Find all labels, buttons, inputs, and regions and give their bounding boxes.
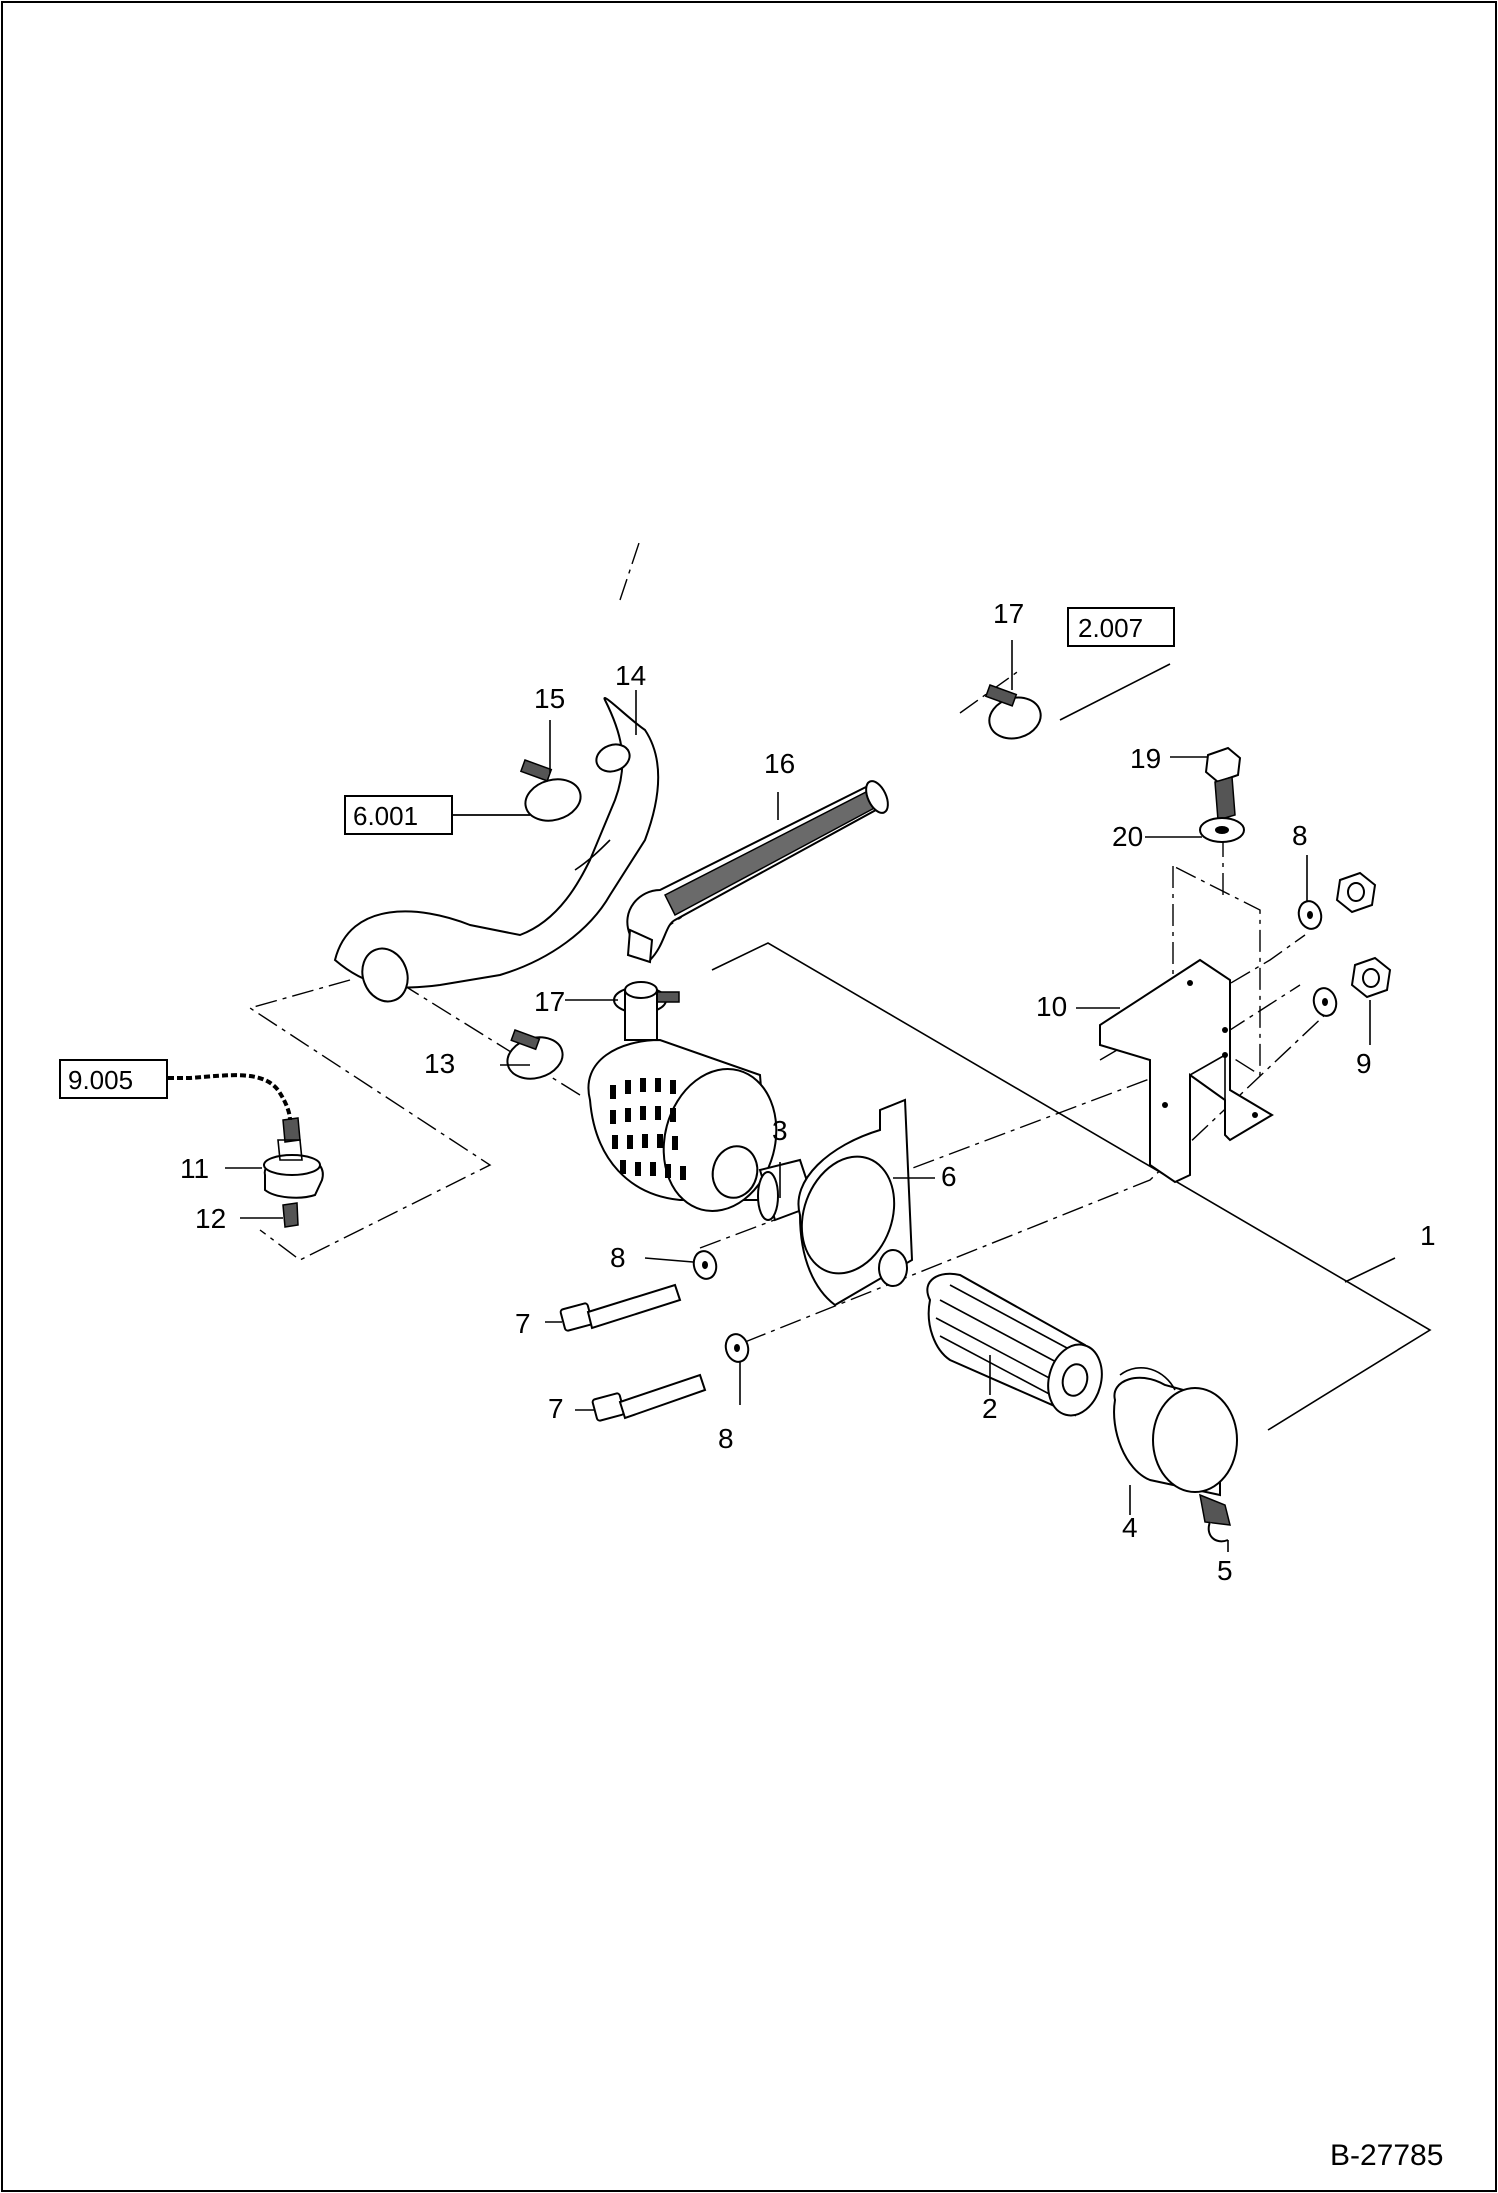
callout-12: 12	[195, 1203, 226, 1234]
svg-text:9.005: 9.005	[68, 1065, 133, 1095]
callout-16: 16	[764, 748, 795, 779]
bolt-lower	[591, 1373, 707, 1422]
callout-8-upper: 8	[610, 1242, 626, 1273]
callout-14: 14	[615, 660, 646, 691]
callout-19: 19	[1130, 743, 1161, 774]
callout-8-lower: 8	[718, 1423, 734, 1454]
fitting-12	[282, 1202, 299, 1228]
callout-2: 2	[982, 1393, 998, 1424]
leader-lines	[225, 640, 1371, 1552]
filter-cartridge	[926, 1272, 1103, 1417]
service-indicator	[263, 1117, 324, 1199]
callout-13: 13	[424, 1048, 455, 1079]
callout-15: 15	[534, 683, 565, 714]
reference-box-6001[interactable]: 6.001	[344, 795, 453, 835]
hose-clamp-15	[519, 759, 582, 822]
washer-right-upper	[1297, 900, 1323, 930]
mounting-bracket	[1099, 958, 1274, 1184]
nut-upper	[1335, 871, 1377, 914]
callout-5: 5	[1217, 1555, 1233, 1586]
washer-upper	[692, 1250, 718, 1280]
sensor-wire	[168, 1073, 292, 1121]
callout-10: 10	[1036, 991, 1067, 1022]
callout-8-right: 8	[1292, 820, 1308, 851]
mounting-flange	[797, 1098, 914, 1307]
reference-box-2007[interactable]: 2.007	[1067, 607, 1175, 647]
callout-1: 1	[1420, 1220, 1436, 1251]
nut-lower	[1350, 956, 1392, 999]
bolt-19	[1204, 746, 1242, 821]
callout-7-lower: 7	[548, 1393, 564, 1424]
callout-9: 9	[1356, 1048, 1372, 1079]
washer-lower	[724, 1333, 750, 1363]
callout-17-top: 17	[993, 598, 1024, 629]
svg-text:6.001: 6.001	[353, 801, 418, 831]
bolt-upper	[559, 1283, 682, 1332]
drawing-number: B-27785	[1330, 2139, 1443, 2172]
callout-17-mid: 17	[534, 986, 565, 1017]
callout-4: 4	[1122, 1512, 1138, 1543]
callout-20: 20	[1112, 821, 1143, 852]
washer-right-lower	[1312, 987, 1338, 1017]
filter-end-cap	[1113, 1366, 1238, 1497]
callout-11: 11	[180, 1153, 209, 1184]
corrugated-hose	[626, 780, 889, 964]
air-filter-housing	[587, 981, 778, 1212]
washer-20	[1199, 817, 1245, 843]
svg-text:2.007: 2.007	[1078, 613, 1143, 643]
hose-clamp-13	[506, 1029, 564, 1080]
callout-6: 6	[941, 1161, 957, 1192]
reference-box-9005[interactable]: 9.005	[59, 1059, 168, 1099]
hose-bend	[333, 697, 660, 1003]
assembly-bracket-line	[711, 942, 1432, 1431]
hose-clamp-17-top	[984, 684, 1042, 740]
callout-3: 3	[772, 1115, 788, 1146]
callout-7-upper: 7	[515, 1308, 531, 1339]
dust-valve	[1199, 1493, 1231, 1543]
